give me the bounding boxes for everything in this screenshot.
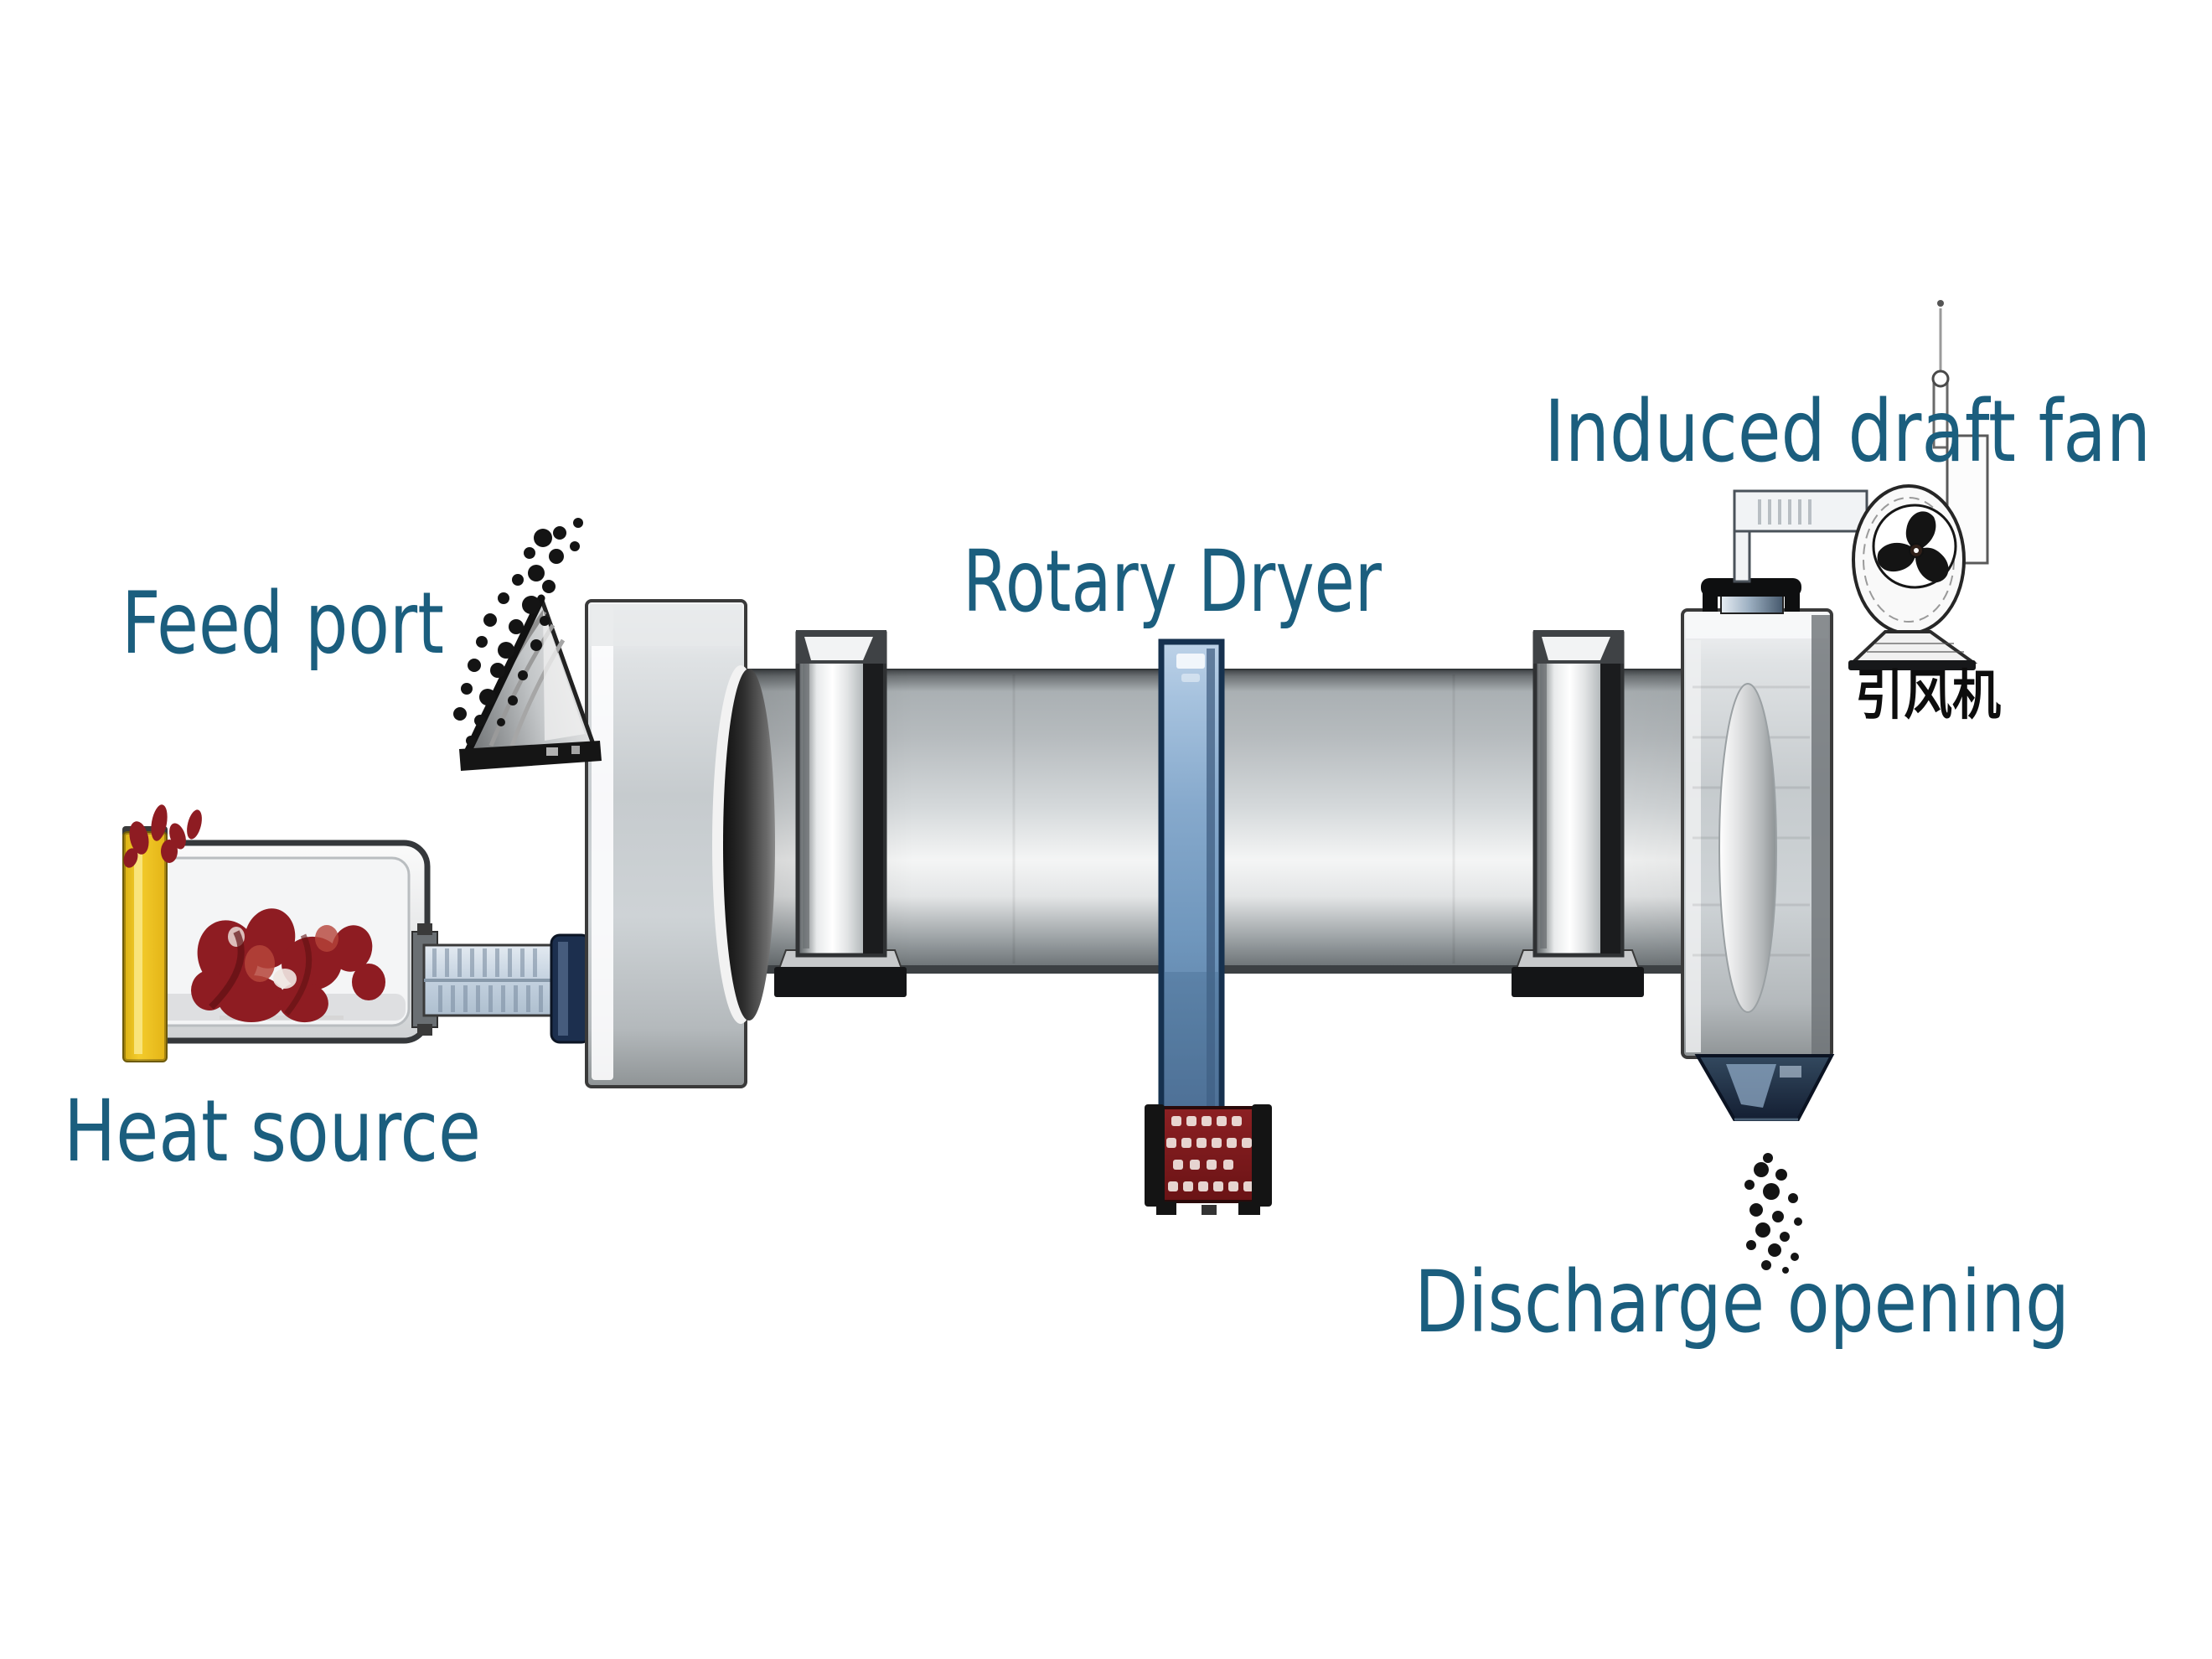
right-head [1681, 608, 1833, 1059]
label-discharge-opening: Discharge opening [1414, 1253, 2070, 1352]
discharge-material-stream [1744, 1153, 1802, 1274]
exhaust-duct [1733, 489, 1868, 583]
inlet-flange [550, 933, 592, 1044]
feed-chute [459, 594, 602, 771]
furnace-scribble [220, 1016, 344, 1020]
drum-end-right [1718, 683, 1777, 1013]
label-feed-port: Feed port [121, 574, 444, 674]
hot-air-pipe [411, 923, 556, 1036]
burner-flames-icon [123, 804, 202, 868]
fan-pipe-knob [1931, 370, 1950, 388]
drive-gear [1145, 1104, 1272, 1215]
tire-band [1158, 638, 1225, 1116]
left-head [585, 599, 775, 1088]
chute-base-bar [459, 741, 602, 771]
discharge-hopper [1694, 1054, 1835, 1121]
drum-end-opening [723, 669, 775, 1021]
label-rotary-dryer: Rotary Dryer [963, 532, 1382, 632]
feed-material-stream [453, 518, 583, 746]
fan-stand [1848, 630, 1978, 664]
fan-impeller-icon [1877, 511, 1949, 583]
label-induced-draft-fan: Induced draft fan [1544, 382, 2151, 482]
exhaust-port [1701, 578, 1801, 614]
label-induced-draft-fan-cn: 引风机 [1855, 665, 2001, 727]
induced-draft-fan [1848, 300, 1989, 670]
furnace-flame-icon [191, 908, 385, 1023]
label-heat-source: Heat source [64, 1082, 481, 1181]
